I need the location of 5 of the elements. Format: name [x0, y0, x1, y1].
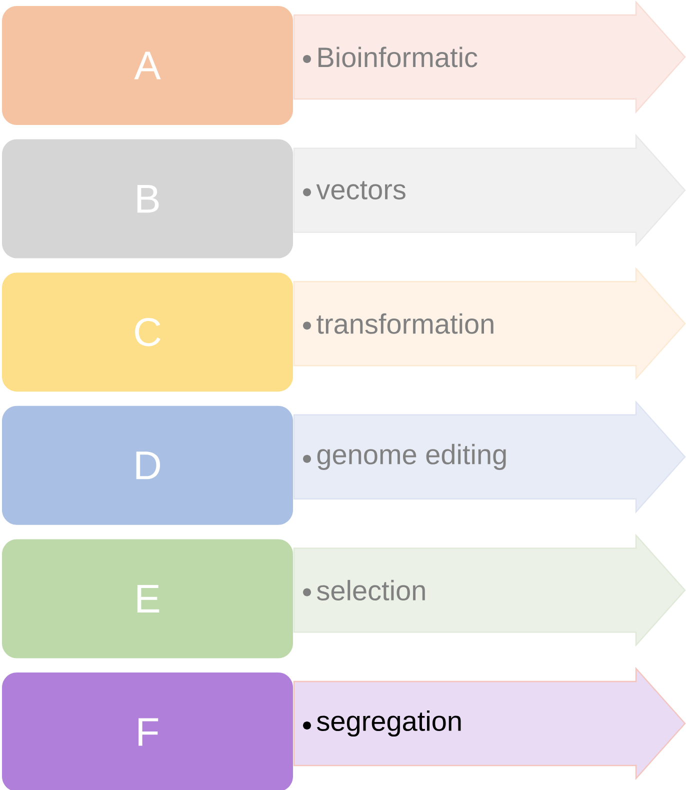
- letter-box: F: [2, 672, 293, 790]
- letter-box: A: [2, 6, 293, 125]
- letter-box: D: [2, 406, 293, 525]
- letter-box: E: [2, 539, 293, 658]
- letter-box: C: [2, 272, 293, 392]
